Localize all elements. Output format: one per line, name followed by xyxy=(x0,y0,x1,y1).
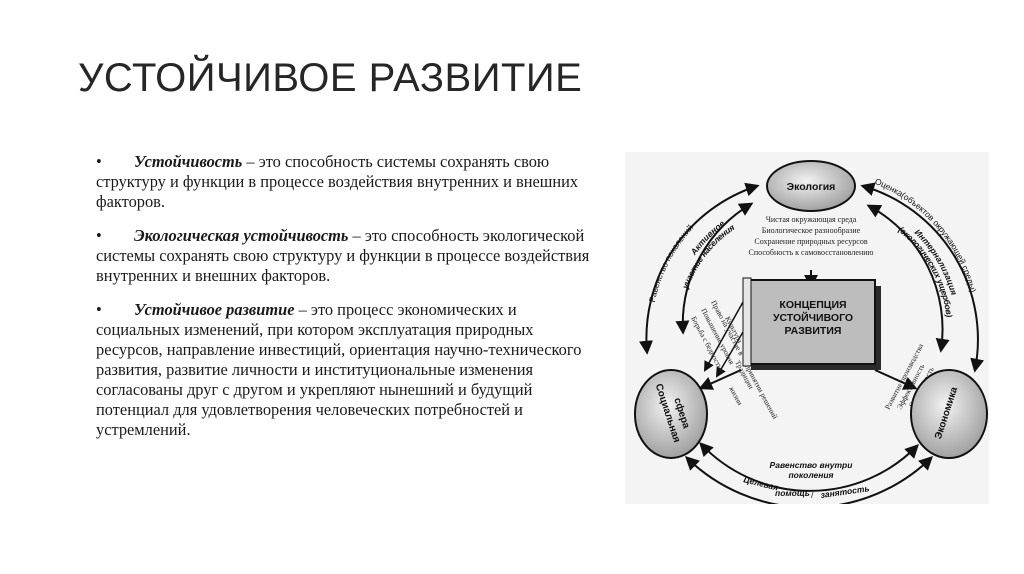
label-equality-inside-2: поколения xyxy=(788,470,833,480)
ecology-label: Экология xyxy=(787,181,836,193)
diagram-svg: Равенство поколений Активное участие нас… xyxy=(634,160,988,509)
term: Устойчивое развитие xyxy=(134,300,295,319)
concept-title-2: УСТОЙЧИВОГО xyxy=(773,311,853,324)
arrow-center-social-2 xyxy=(715,331,744,378)
label-slash: / xyxy=(811,490,814,500)
term: Экологическая устойчивость xyxy=(134,226,349,245)
concept-title-1: КОНЦЕПЦИЯ xyxy=(779,299,846,311)
ecology-item: Чистая окружающая среда xyxy=(766,215,857,224)
label-equality-inside-1: Равенство внутри xyxy=(770,460,854,470)
concept-box-edge xyxy=(742,277,752,367)
label-employment: занятость xyxy=(820,483,870,500)
arc-label-generations: Равенство поколений xyxy=(647,222,695,303)
definition-sustainable-development: • Устойчивое развитие – это процесс эконо… xyxy=(96,300,596,440)
definition-text: – это процесс экономических и социальных… xyxy=(96,300,582,439)
arrow-left-outer xyxy=(639,182,760,355)
arrow-social-center xyxy=(698,369,742,390)
bullet-marker: • xyxy=(96,226,102,245)
definitions-list: • Устойчивость – это способность системы … xyxy=(96,152,596,454)
arrow-left-inner xyxy=(675,202,754,335)
bullet-marker: • xyxy=(96,300,102,319)
economy-node xyxy=(910,369,988,459)
term: Устойчивость xyxy=(134,152,243,171)
sustainable-development-diagram: Равенство поколений Активное участие нас… xyxy=(625,152,989,509)
ecology-item: Способность к самовосстановлению xyxy=(749,248,874,257)
ecology-node xyxy=(766,160,856,212)
ecology-item: Сохранение природных ресурсов xyxy=(754,237,867,246)
bullet-marker: • xyxy=(96,152,102,171)
definition-text: – это способность экологической системы … xyxy=(96,226,590,285)
concept-box xyxy=(744,279,876,365)
arrow-right-outer xyxy=(860,182,984,373)
arrow-right-inner xyxy=(866,204,950,353)
label-targeted: Целевая xyxy=(743,474,780,492)
social-item: жизни xyxy=(727,384,745,407)
definition-text: – это способность системы сохранять свою… xyxy=(96,152,579,211)
social-item: принятии решений xyxy=(743,363,779,421)
definition-sustainability: • Устойчивость – это способность системы … xyxy=(96,152,596,212)
social-node xyxy=(634,369,708,459)
slide-title: УСТОЙЧИВОЕ РАЗВИТИЕ xyxy=(78,56,583,100)
ecology-item: Биологическое разнообразие xyxy=(762,226,861,235)
arrow-center-social xyxy=(703,301,744,372)
definition-ecological-sustainability: • Экологическая устойчивость – это способ… xyxy=(96,226,596,286)
concept-title-3: РАЗВИТИЯ xyxy=(785,325,842,337)
label-help: помощь xyxy=(775,488,810,498)
arrow-economy-center xyxy=(874,369,918,390)
